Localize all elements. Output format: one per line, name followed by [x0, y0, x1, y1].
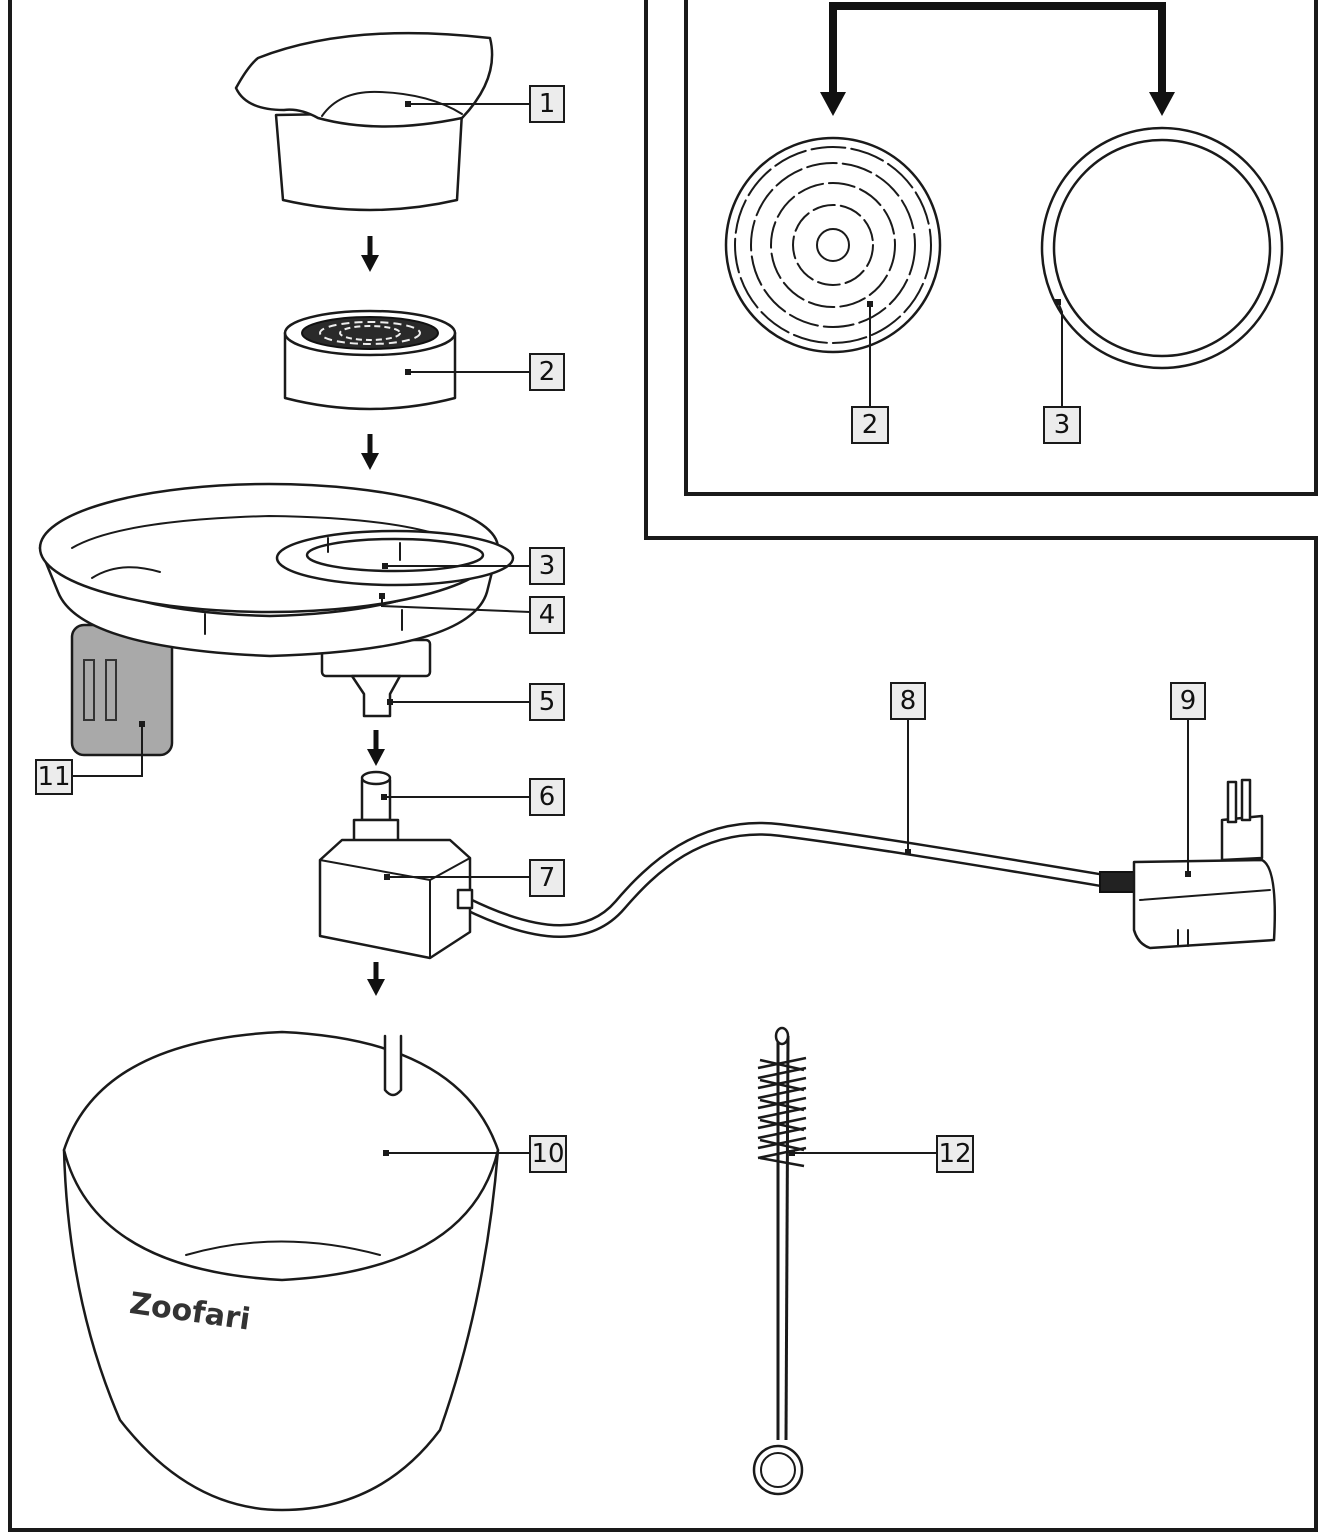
callout-label: 2	[539, 357, 556, 387]
inset-filter-disc	[724, 136, 942, 354]
part-pump	[318, 838, 474, 960]
leader-lines	[72, 101, 1191, 1156]
part-reservoir: Zoofari	[62, 1030, 500, 1512]
callout-12: 12	[936, 1135, 974, 1173]
callout-10: 10	[529, 1135, 567, 1173]
callout-label: 5	[539, 687, 556, 717]
assembly-arrow-1	[361, 236, 379, 272]
callout-label: 8	[900, 686, 917, 716]
callout-label: 9	[1180, 686, 1197, 716]
callout-2: 2	[529, 353, 565, 391]
inset-frame	[684, 0, 1318, 496]
part-power-adapter	[1099, 778, 1277, 950]
inset-callout-2: 2	[851, 406, 889, 444]
callout-3: 3	[529, 547, 565, 585]
inset-callout-3: 3	[1043, 406, 1081, 444]
part-power-cable	[458, 821, 1107, 938]
callout-7: 7	[529, 859, 565, 897]
part-filter-cartridge	[283, 309, 457, 411]
callout-4: 4	[529, 596, 565, 634]
part-pump-inlet	[352, 770, 400, 846]
inset-seal-ring	[1040, 126, 1284, 370]
assembly-arrow-4	[367, 962, 385, 996]
callout-label: 11	[37, 762, 70, 792]
callout-label: 1	[539, 89, 556, 119]
callout-11: 11	[35, 759, 73, 795]
callout-9: 9	[1170, 682, 1206, 720]
assembly-arrow-2	[361, 434, 379, 470]
callout-1: 1	[529, 85, 565, 123]
callout-8: 8	[890, 682, 926, 720]
part-top-bowl	[234, 31, 494, 212]
inset-split-arrow	[820, 2, 1175, 116]
assembly-arrow-3	[367, 730, 385, 766]
callout-5: 5	[529, 683, 565, 721]
callout-label: 6	[539, 782, 556, 812]
outer-frame	[8, 0, 1318, 1532]
callout-label: 3	[539, 551, 556, 581]
part-cleaning-brush	[752, 1026, 807, 1496]
callout-label: 2	[862, 410, 879, 440]
callout-label: 7	[539, 863, 556, 893]
part-base-plate	[38, 482, 515, 658]
callout-label: 3	[1054, 410, 1071, 440]
callout-6: 6	[529, 778, 565, 816]
callout-label: 12	[938, 1139, 971, 1169]
callout-label: 10	[531, 1139, 564, 1169]
callout-label: 4	[539, 600, 556, 630]
